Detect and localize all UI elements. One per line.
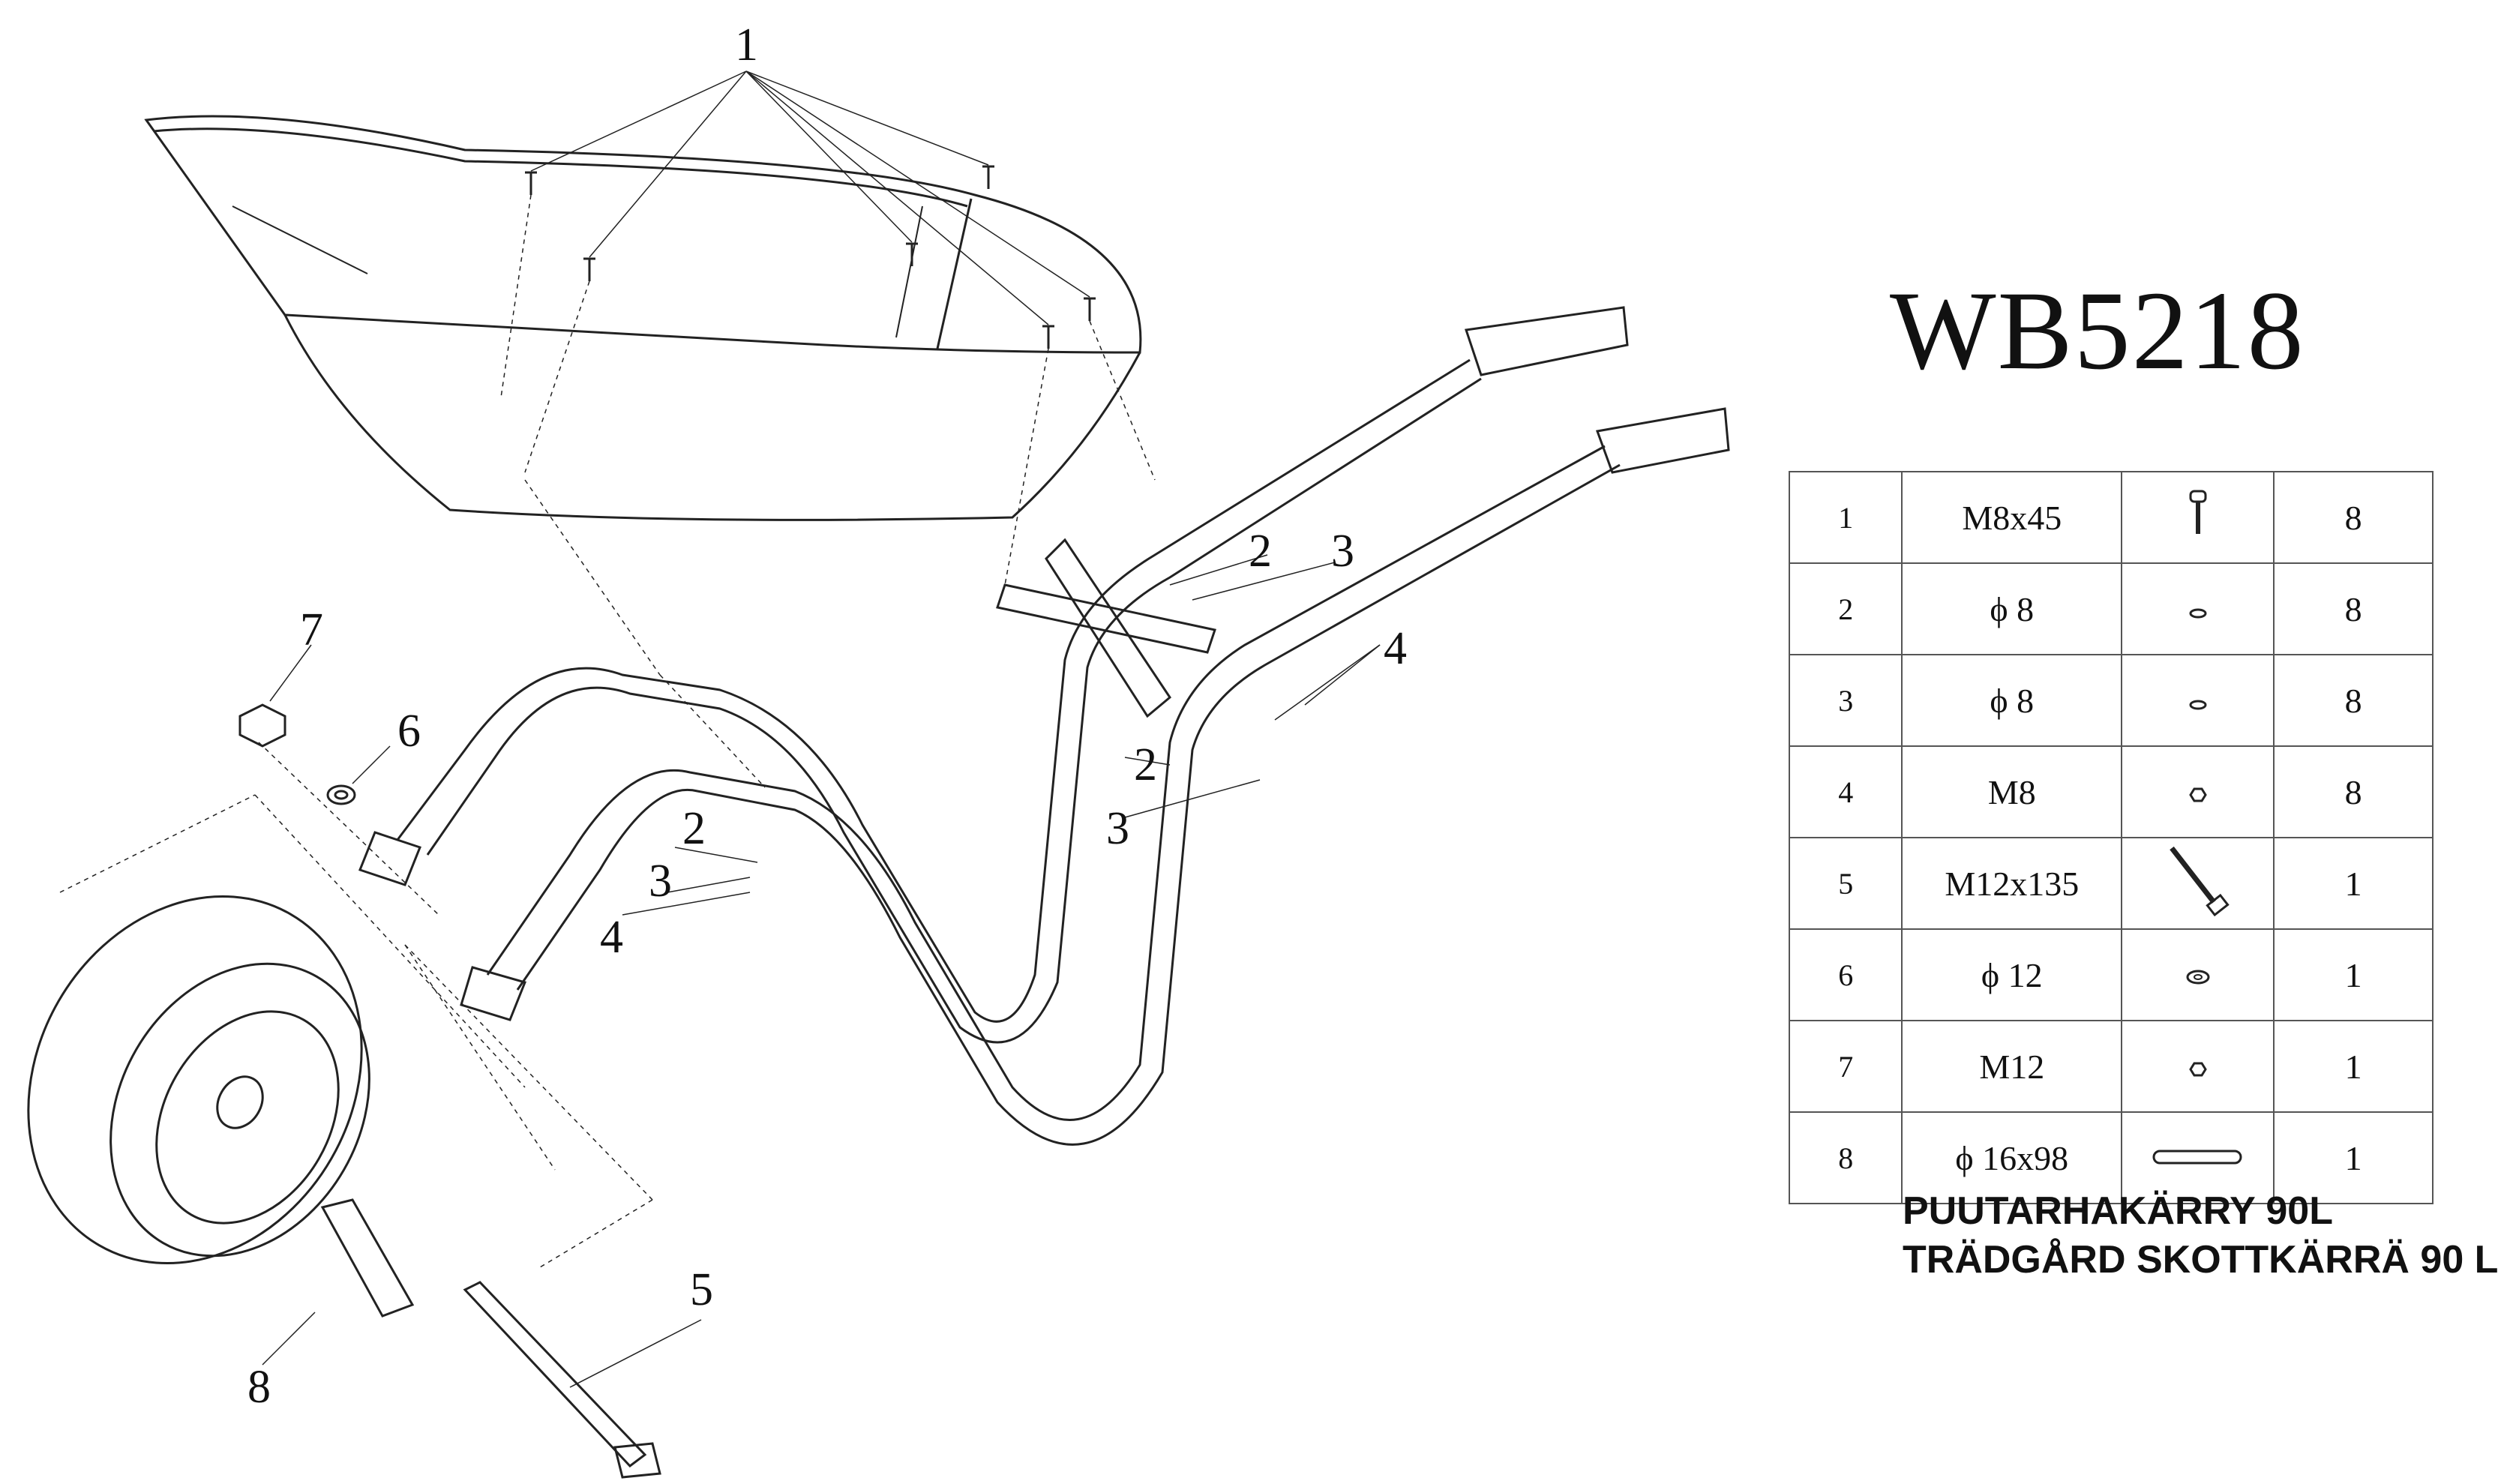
product-name-finnish: PUUTARHAKÄRRY 90L — [1903, 1189, 2333, 1233]
axle-tube-icon — [2121, 1111, 2275, 1204]
part-number: 2 — [1788, 562, 1903, 655]
callout-7: 7 — [300, 604, 323, 655]
part-size: ϕ 16x98 — [1901, 1111, 2123, 1204]
product-name-swedish: TRÄDGÅRD SKOTTKÄRRÄ 90 L — [1903, 1238, 2498, 1282]
part-number: 1 — [1788, 471, 1903, 564]
part-size: ϕ 8 — [1901, 654, 2123, 747]
callout-6: 6 — [397, 706, 421, 757]
frame — [396, 306, 1730, 1146]
part-quantity: 8 — [2273, 471, 2434, 564]
part-size: ϕ 8 — [1901, 562, 2123, 655]
part-quantity: 8 — [2273, 562, 2434, 655]
part-number: 8 — [1788, 1111, 1903, 1204]
part-size: M12 — [1901, 1020, 2123, 1113]
nut-icon — [2121, 745, 2275, 838]
spring-washer-icon — [2121, 562, 2275, 655]
table-row: 4 M8 8 — [1788, 745, 2434, 838]
callout-5: 5 — [690, 1264, 713, 1315]
part-quantity: 1 — [2273, 1020, 2434, 1113]
bolt-icon — [2121, 471, 2275, 564]
callout-4-lower: 4 — [600, 912, 623, 963]
wheel — [27, 895, 370, 1265]
table-row: 3 ϕ 8 8 — [1788, 654, 2434, 747]
part-quantity: 8 — [2273, 654, 2434, 747]
tray-bolts — [525, 165, 1096, 349]
table-row: 6 ϕ 12 1 — [1788, 928, 2434, 1021]
part-size: ϕ 12 — [1901, 928, 2123, 1021]
callout-8: 8 — [247, 1362, 271, 1413]
callout-4-upper: 4 — [1384, 623, 1407, 674]
long-bolt-icon — [2121, 837, 2275, 930]
assembly-guides — [59, 194, 1156, 1268]
callout-1: 1 — [735, 19, 758, 70]
callout-2-lower: 2 — [682, 803, 706, 854]
part-number: 5 — [1788, 837, 1903, 930]
callout-1-leaders — [530, 70, 1090, 325]
model-number: WB5218 — [1890, 268, 2305, 393]
part-number: 3 — [1788, 654, 1903, 747]
nut-icon — [2121, 1020, 2275, 1113]
fastener-leaders — [622, 554, 1381, 916]
callout-3-upper: 3 — [1331, 526, 1354, 577]
table-row: 8 ϕ 16x98 1 — [1788, 1111, 2434, 1204]
part-quantity: 1 — [2273, 837, 2434, 930]
tray — [144, 115, 1142, 521]
part-size: M8 — [1901, 745, 2123, 838]
table-row: 7 M12 1 — [1788, 1020, 2434, 1113]
callout-3-middle: 3 — [1106, 803, 1129, 854]
exploded-assembly-diagram: 1 2 3 4 2 3 2 3 4 7 6 5 8 — [27, 19, 1730, 1479]
callout-3-lower: 3 — [649, 856, 672, 907]
table-row: 2 ϕ 8 8 — [1788, 562, 2434, 655]
part-quantity: 1 — [2273, 928, 2434, 1021]
part-quantity: 8 — [2273, 745, 2434, 838]
table-row: 1 M8x45 8 — [1788, 471, 2434, 564]
flat-washer-icon — [2121, 654, 2275, 747]
part-number: 6 — [1788, 928, 1903, 1021]
washer-icon — [2121, 928, 2275, 1021]
nut-and-washer — [238, 644, 391, 805]
part-size: M8x45 — [1901, 471, 2123, 564]
axle-tube — [262, 1198, 415, 1366]
callout-2-upper: 2 — [1249, 526, 1272, 577]
long-bolt — [463, 1281, 702, 1479]
part-quantity: 1 — [2273, 1111, 2434, 1204]
part-size: M12x135 — [1901, 837, 2123, 930]
part-number: 7 — [1788, 1020, 1903, 1113]
part-number: 4 — [1788, 745, 1903, 838]
parts-table: 1 M8x45 8 2 ϕ 8 8 3 ϕ 8 8 4 M8 — [1788, 471, 2434, 1204]
brackets — [358, 538, 1216, 1021]
table-row: 5 M12x135 1 — [1788, 837, 2434, 930]
callout-2-middle: 2 — [1134, 739, 1157, 790]
